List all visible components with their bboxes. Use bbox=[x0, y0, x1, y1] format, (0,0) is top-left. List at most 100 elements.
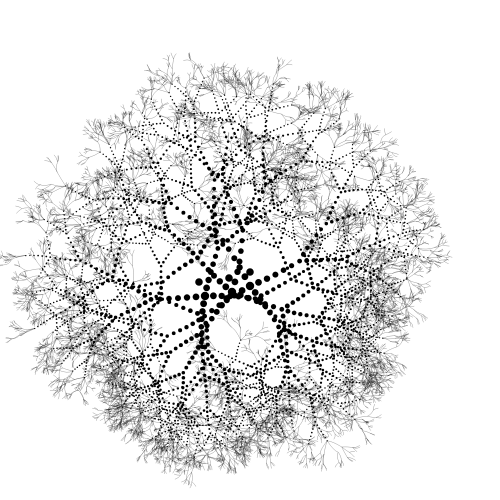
fine-twig bbox=[58, 386, 62, 392]
fine-twig bbox=[181, 238, 188, 243]
fine-twig bbox=[38, 315, 43, 320]
fine-twig bbox=[124, 251, 129, 253]
fine-twig bbox=[79, 325, 88, 333]
fine-twig bbox=[37, 294, 43, 296]
fine-twig bbox=[0, 255, 3, 258]
fine-twig bbox=[18, 270, 28, 277]
fine-twig bbox=[44, 291, 49, 300]
fine-twig bbox=[55, 386, 58, 392]
fine-twig bbox=[31, 366, 37, 371]
fine-twig bbox=[43, 368, 45, 374]
fine-twig bbox=[44, 282, 49, 285]
fine-twig bbox=[86, 390, 89, 395]
fine-twig bbox=[32, 279, 37, 283]
fine-twig bbox=[91, 252, 97, 259]
fine-twig bbox=[62, 197, 66, 212]
fine-twig bbox=[17, 292, 26, 295]
fine-twig bbox=[2, 259, 12, 266]
fine-twig bbox=[75, 263, 78, 267]
fine-twig bbox=[144, 196, 150, 198]
fine-twig bbox=[70, 390, 80, 395]
fine-twig bbox=[38, 299, 42, 304]
fine-twig bbox=[39, 352, 46, 354]
fine-twig bbox=[181, 247, 187, 253]
fine-twig bbox=[84, 231, 87, 234]
fine-twig bbox=[165, 191, 171, 195]
fine-twig bbox=[91, 387, 96, 389]
fine-twig bbox=[190, 247, 195, 251]
fine-twig bbox=[16, 323, 23, 329]
fine-twig bbox=[36, 281, 41, 287]
fine-twig bbox=[42, 347, 46, 350]
fine-twig bbox=[37, 276, 44, 279]
fine-twig bbox=[41, 313, 52, 316]
fine-twig bbox=[144, 193, 146, 197]
fine-twig bbox=[72, 249, 76, 255]
fine-twig bbox=[77, 182, 79, 191]
fine-twig bbox=[74, 226, 79, 228]
fine-twig bbox=[45, 263, 51, 265]
fine-twig bbox=[62, 381, 71, 386]
fine-twig bbox=[26, 275, 40, 280]
fine-twig bbox=[184, 219, 195, 222]
fine-twig bbox=[37, 214, 40, 224]
fine-twig bbox=[17, 198, 25, 202]
fine-twig bbox=[33, 298, 48, 306]
fine-twig bbox=[93, 349, 100, 351]
fine-twig bbox=[38, 319, 42, 323]
fine-twig bbox=[38, 358, 44, 361]
fine-twig bbox=[186, 227, 197, 232]
fine-twig bbox=[112, 363, 118, 365]
fine-twig bbox=[14, 325, 23, 329]
fine-twig bbox=[22, 331, 28, 335]
fine-twig bbox=[54, 359, 60, 362]
fine-twig bbox=[34, 320, 36, 327]
fine-twig bbox=[104, 370, 111, 374]
fine-twig bbox=[27, 301, 30, 307]
fine-twig bbox=[196, 227, 204, 232]
fine-twig bbox=[54, 259, 57, 264]
fine-twig bbox=[117, 370, 122, 381]
fine-twig bbox=[40, 246, 44, 255]
fine-twig bbox=[39, 205, 42, 208]
fine-twig bbox=[74, 190, 78, 201]
fine-twig bbox=[56, 359, 61, 363]
fine-twig bbox=[16, 208, 22, 214]
fine-twig bbox=[12, 292, 18, 294]
fine-twig bbox=[65, 370, 73, 385]
fine-twig bbox=[87, 249, 91, 264]
fine-twig bbox=[157, 190, 162, 198]
fine-twig bbox=[22, 289, 28, 292]
fine-twig bbox=[23, 212, 31, 215]
fine-twig bbox=[78, 235, 85, 240]
fine-twig bbox=[90, 336, 93, 346]
fine-twig bbox=[195, 234, 201, 239]
fine-twig bbox=[42, 350, 46, 356]
fine-twig bbox=[50, 356, 53, 363]
fine-twig bbox=[17, 301, 26, 305]
fine-twig bbox=[29, 251, 32, 256]
fine-twig bbox=[64, 189, 68, 198]
fine-twig bbox=[5, 337, 12, 339]
fine-twig bbox=[156, 191, 161, 193]
fine-twig bbox=[50, 348, 53, 357]
fine-twig bbox=[71, 187, 73, 193]
fine-twig bbox=[55, 358, 60, 361]
fine-twig bbox=[74, 382, 80, 385]
fine-twig bbox=[11, 275, 18, 279]
fine-twig bbox=[11, 278, 18, 281]
fine-twig bbox=[9, 254, 13, 256]
fine-twig bbox=[60, 344, 62, 349]
fine-twig bbox=[70, 266, 76, 270]
fine-twig bbox=[100, 181, 103, 190]
fine-twig bbox=[73, 315, 78, 322]
fine-twig bbox=[36, 207, 40, 213]
fine-twig bbox=[83, 229, 89, 232]
fine-twig bbox=[0, 257, 2, 259]
fine-twig bbox=[112, 380, 116, 387]
fine-twig bbox=[4, 260, 10, 264]
fine-twig bbox=[71, 253, 78, 261]
fine-twig bbox=[59, 348, 66, 354]
fine-twig bbox=[47, 240, 50, 247]
